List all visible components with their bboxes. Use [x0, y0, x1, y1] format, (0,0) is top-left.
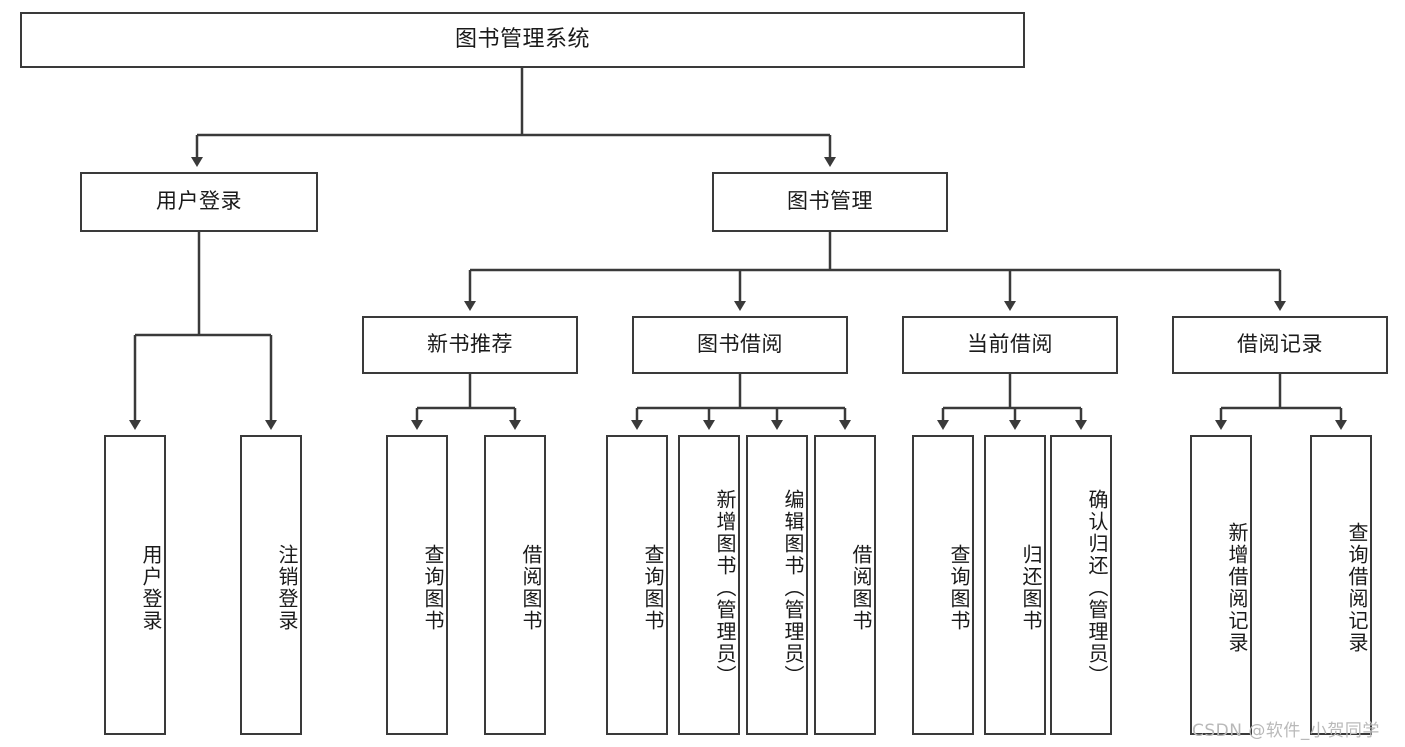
node-label: 图书管理系统 — [454, 26, 590, 52]
node-leaf-query-book-borrow[interactable]: 查询图书 — [606, 435, 668, 735]
node-label: 借阅图书 — [849, 544, 873, 632]
node-user-login[interactable]: 用户登录 — [80, 172, 318, 232]
node-label: 查询图书 — [421, 544, 445, 632]
node-leaf-borrow-book-newbook[interactable]: 借阅图书 — [484, 435, 546, 735]
node-label: 用户登录 — [139, 544, 163, 632]
node-leaf-borrow-book[interactable]: 借阅图书 — [814, 435, 876, 735]
node-label: 新增图书（管理员） — [713, 489, 737, 687]
node-leaf-logout[interactable]: 注销登录 — [240, 435, 302, 735]
csdn-watermark: CSDN @软件_小贺同学 — [1192, 721, 1380, 741]
node-leaf-confirm-return-admin[interactable]: 确认归还（管理员） — [1050, 435, 1112, 735]
node-label: 注销登录 — [275, 544, 299, 632]
node-new-book-recommend[interactable]: 新书推荐 — [362, 316, 578, 374]
node-label: 借阅图书 — [519, 544, 543, 632]
node-leaf-user-login[interactable]: 用户登录 — [104, 435, 166, 735]
node-label: 当前借阅 — [967, 332, 1053, 357]
node-label: 确认归还（管理员） — [1085, 489, 1109, 687]
node-book-borrow[interactable]: 图书借阅 — [632, 316, 848, 374]
node-label: 编辑图书（管理员） — [781, 489, 805, 687]
node-label: 借阅记录 — [1237, 332, 1323, 357]
node-label: 新增借阅记录 — [1225, 522, 1249, 654]
node-label: 图书管理 — [787, 189, 873, 214]
node-label: 查询图书 — [641, 544, 665, 632]
node-leaf-add-book-admin[interactable]: 新增图书（管理员） — [678, 435, 740, 735]
node-label: 查询借阅记录 — [1345, 522, 1369, 654]
node-label: 用户登录 — [156, 189, 242, 214]
node-current-borrow[interactable]: 当前借阅 — [902, 316, 1118, 374]
node-leaf-query-borrow-record[interactable]: 查询借阅记录 — [1310, 435, 1372, 735]
node-borrow-record[interactable]: 借阅记录 — [1172, 316, 1388, 374]
node-leaf-return-book[interactable]: 归还图书 — [984, 435, 1046, 735]
node-leaf-query-book-newbook[interactable]: 查询图书 — [386, 435, 448, 735]
node-label: 新书推荐 — [427, 332, 513, 357]
node-leaf-add-borrow-record[interactable]: 新增借阅记录 — [1190, 435, 1252, 735]
node-leaf-query-book-current[interactable]: 查询图书 — [912, 435, 974, 735]
node-book-management[interactable]: 图书管理 — [712, 172, 948, 232]
node-leaf-edit-book-admin[interactable]: 编辑图书（管理员） — [746, 435, 808, 735]
node-label: 图书借阅 — [697, 332, 783, 357]
node-label: 查询图书 — [947, 544, 971, 632]
node-label: 归还图书 — [1019, 544, 1043, 632]
node-root-book-management-system[interactable]: 图书管理系统 — [20, 12, 1025, 68]
